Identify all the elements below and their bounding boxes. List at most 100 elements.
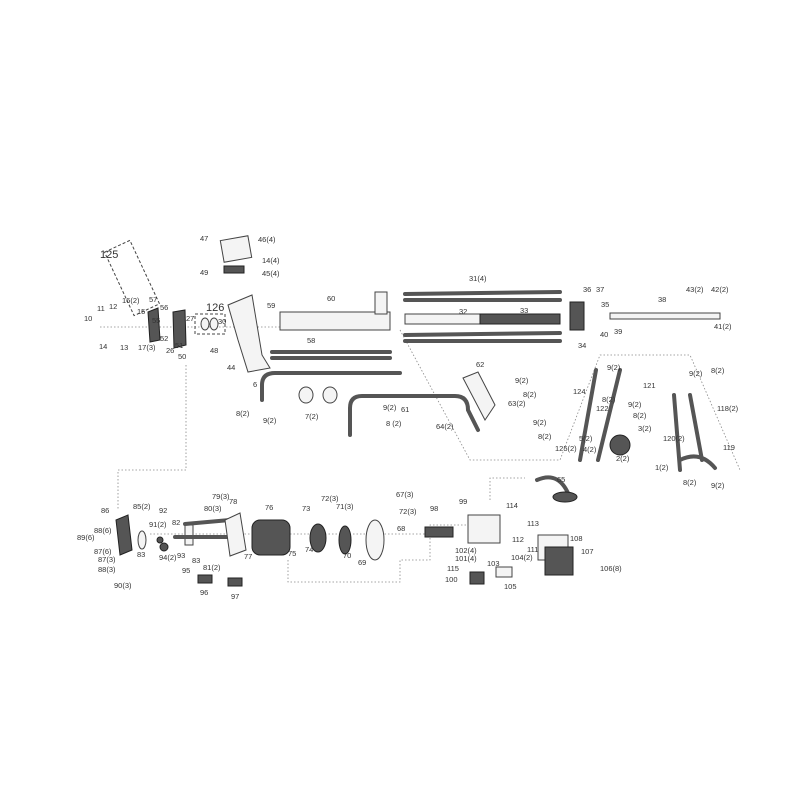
part-callout-label: 121 (643, 381, 656, 390)
part-callout-label: 93 (177, 551, 185, 560)
part-callout-label: 115 (447, 564, 459, 573)
part-callout-label: 76 (265, 503, 273, 512)
part-callout-label: 95 (182, 566, 190, 575)
part-callout-label: 88(6) (94, 526, 112, 535)
part-callout-label: 44 (227, 363, 235, 372)
part-callout-label: 46(4) (258, 235, 276, 244)
part-callout-label: 10 (84, 314, 92, 323)
part-callout-label: 87(6) (94, 547, 112, 556)
part-callout-label: 42(2) (711, 285, 729, 294)
part-callout-label: 9(2) (383, 403, 397, 412)
part-callout-label: 64(2) (436, 422, 454, 431)
part-callout-label: 118(2) (717, 404, 739, 413)
part-callout-label: 52 (160, 334, 168, 343)
part-callout-label: 72(3) (321, 494, 339, 503)
part-callout-label: 83 (137, 550, 145, 559)
part-callout-label: 74 (305, 545, 313, 554)
part-callout-label: 9(2) (628, 400, 642, 409)
part-callout-label: 7(2) (305, 412, 319, 421)
part-callout-label: 79(3) (212, 492, 230, 501)
part-callout-label: 38 (658, 295, 666, 304)
part-callout-label: 119 (723, 443, 735, 452)
part-callout-label: 55 (152, 316, 160, 325)
part-callout-label: 5(2) (579, 434, 593, 443)
part-callout-label: 124 (573, 387, 586, 396)
part-callout-label: 97 (231, 592, 239, 601)
part-callout-label: 61 (401, 405, 409, 414)
part-callout-label: 58 (307, 336, 315, 345)
part-callout-label: 94(2) (159, 553, 177, 562)
part-callout-label: 8(2) (236, 409, 250, 418)
part-callout-label: 15 (137, 307, 145, 316)
part-callout-label: 17(3) (138, 343, 156, 352)
part-callout-label: 50 (178, 352, 186, 361)
part-callout-label: 108 (570, 534, 583, 543)
part-callout-label: 39 (614, 327, 622, 336)
part-callout-label: 16(2) (122, 296, 140, 305)
part-callout-label: 125(2) (555, 444, 577, 453)
part-callout-label: 87(3) (98, 555, 116, 564)
part-callout-label: 122 (596, 404, 609, 413)
bottom-assembly-parts (115, 475, 578, 587)
part-callout-label: 27 (186, 314, 194, 323)
part-callout-label: 73 (302, 504, 310, 513)
part-callout-label: 11 (97, 304, 105, 313)
part-callout-label: 72(3) (399, 507, 417, 516)
part-callout-label: 105 (504, 582, 517, 591)
part-callout-label: 34 (578, 341, 586, 350)
part-callout-label: 47 (200, 234, 208, 243)
part-callout-label: 104(2) (511, 553, 533, 562)
part-callout-label: 31(4) (469, 274, 487, 283)
part-callout-label: 85(2) (133, 502, 151, 511)
part-callout-label: 62 (476, 360, 484, 369)
part-callout-label: 57 (149, 295, 157, 304)
part-callout-label: 45(4) (262, 269, 280, 278)
part-callout-label: 83 (192, 556, 200, 565)
assembly-guide-lines (100, 326, 741, 583)
part-callout-label: 37 (596, 285, 604, 294)
part-callout-label: 51 (175, 341, 183, 350)
part-callout-label: 81(2) (203, 563, 221, 572)
part-callout-label: 100 (445, 575, 458, 584)
part-callout-label: 69 (358, 558, 366, 567)
part-callout-label: 48 (210, 346, 218, 355)
part-callout-label: 111 (527, 545, 538, 554)
part-callout-label: 60 (327, 294, 335, 303)
part-callout-label: 126 (206, 302, 224, 314)
part-callout-label: 6 (253, 380, 257, 389)
part-callout-label: 26 (166, 346, 174, 355)
part-callout-label: 40 (600, 330, 608, 339)
part-callout-label: 82 (172, 518, 180, 527)
part-callout-label: 113 (527, 519, 539, 528)
part-callout-label: 8(2) (602, 395, 616, 404)
part-callout-label: 9(2) (607, 363, 621, 372)
part-callout-label: 36 (583, 285, 591, 294)
part-callout-label: 8 (2) (386, 419, 402, 428)
part-callout-label: 63(2) (508, 399, 526, 408)
part-callout-label: 80(3) (204, 504, 222, 513)
part-callout-label: 78 (229, 497, 237, 506)
part-callout-label: 75 (288, 549, 296, 558)
part-callout-label: 96 (200, 588, 208, 597)
part-callout-label: 107 (581, 547, 594, 556)
part-callout-label: 43(2) (686, 285, 704, 294)
part-callout-label: 103 (487, 559, 500, 568)
part-callout-label: 92 (159, 506, 167, 515)
part-callout-label: 101(4) (455, 554, 477, 563)
part-callout-label: 71(3) (336, 502, 354, 511)
part-callout-label: 68 (397, 524, 405, 533)
part-callout-label: 91(2) (149, 520, 167, 529)
part-callout-label: 67(3) (396, 490, 414, 499)
part-callout-label: 125 (100, 249, 118, 261)
part-callout-label: 33 (520, 306, 528, 315)
part-callout-label: 98 (430, 504, 438, 513)
top-assembly-parts (103, 235, 721, 472)
part-callout-label: 112 (512, 535, 524, 544)
part-callout-label: 9(2) (263, 416, 277, 425)
part-callout-label: 8(2) (523, 390, 537, 399)
part-callout-label: 86 (101, 506, 109, 515)
part-callout-label: 89(6) (77, 533, 95, 542)
part-callout-label: 14(4) (262, 256, 280, 265)
